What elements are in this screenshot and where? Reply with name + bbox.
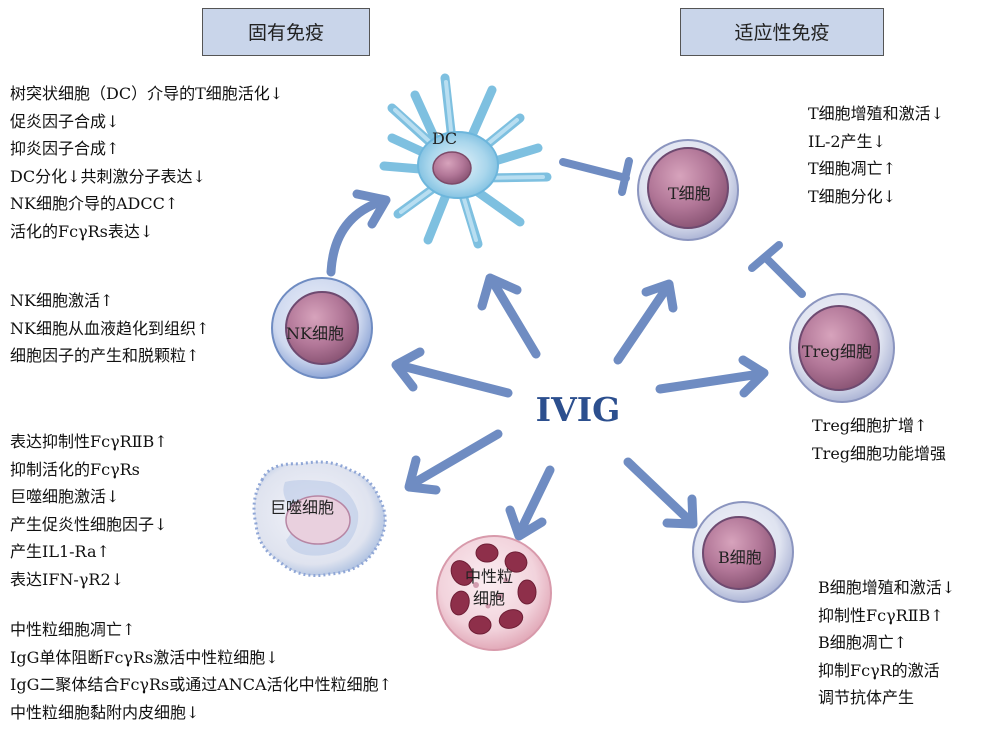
nk-cell-label: NK细胞 (286, 324, 344, 343)
ivig-arrows (326, 189, 769, 541)
b-cell-shape (692, 501, 794, 603)
neutrophil-label-line: 中性粒 (465, 567, 514, 586)
neutrophil-cell-shape (436, 535, 552, 651)
nk-cell-shape (271, 277, 373, 379)
effect-line: Treg细胞扩增↑ (812, 416, 928, 435)
effect-line: 巨噬细胞激活↓ (10, 487, 120, 506)
macrophage-cell-shape (252, 460, 387, 577)
effect-line: 表达IFN-γR2↓ (10, 569, 125, 589)
treg-cell-shape (789, 293, 895, 403)
effect-line: 产生促炎性细胞因子↓ (10, 514, 168, 534)
effect-line: 促炎因子合成↓ (10, 111, 120, 131)
effect-line: 中性粒细胞凋亡↑ (10, 620, 136, 639)
effect-line: 抑炎因子合成↑ (10, 139, 120, 158)
effect-line: 抑制活化的FcγRs (10, 459, 140, 479)
effect-line: 中性粒细胞黏附内皮细胞↓ (10, 702, 200, 722)
effect-line: Treg细胞功能增强 (812, 443, 947, 463)
effect-line: 活化的FcγRs表达↓ (10, 221, 154, 241)
effect-line: 抑制FcγR的激活 (818, 660, 940, 680)
ivig-label: IVIG (535, 390, 621, 429)
effect-line: IL-2产生↓ (808, 131, 886, 151)
neutrophil-effects-list: 中性粒细胞凋亡↑ IgG单体阻断FcγRs激活中性粒细胞↓ IgG二聚体结合Fc… (10, 616, 392, 726)
effect-line: T细胞凋亡↑ (808, 159, 897, 178)
dc-effects-list: 树突状细胞（DC）介导的T细胞活化↓ 促炎因子合成↓ 抑炎因子合成↑ DC分化↓… (10, 80, 283, 245)
macrophage-label: 巨噬细胞 (270, 498, 335, 517)
inhibition-lines (559, 157, 806, 298)
dc-cell-shape (379, 73, 552, 249)
effect-line: 抑制性FcγRⅡB↑ (818, 605, 944, 625)
effect-line: T细胞增殖和激活↓ (808, 104, 945, 123)
treg-effects-list: Treg细胞扩增↑ Treg细胞功能增强 (812, 412, 946, 467)
neutrophil-label: 中性粒 细胞 (465, 566, 513, 610)
t-cell-shape (637, 139, 739, 241)
effect-line: 调节抗体产生 (818, 688, 915, 707)
macrophage-effects-list: 表达抑制性FcγRⅡB↑ 抑制活化的FcγRs 巨噬细胞激活↓ 产生促炎性细胞因… (10, 428, 168, 593)
effect-line: NK细胞从血液趋化到组织↑ (10, 318, 210, 338)
effect-line: NK细胞激活↑ (10, 291, 114, 310)
treg-cell-label: Treg细胞 (802, 342, 873, 361)
adaptive-immunity-header: 适应性免疫 (680, 8, 884, 56)
dc-label: DC (432, 129, 458, 148)
neutrophil-label-line: 细胞 (473, 589, 506, 608)
effect-line: DC分化↓共刺激分子表达↓ (10, 166, 206, 186)
effect-line: B细胞凋亡↑ (818, 633, 908, 652)
effect-line: 产生IL1-Ra↑ (10, 542, 110, 561)
effect-line: IgG单体阻断FcγRs激活中性粒细胞↓ (10, 647, 279, 667)
effect-line: 细胞因子的产生和脱颗粒↑ (10, 346, 200, 365)
effect-line: 表达抑制性FcγRⅡB↑ (10, 432, 168, 451)
b-cell-label: B细胞 (718, 548, 762, 567)
b-cell-effects-list: B细胞增殖和激活↓ 抑制性FcγRⅡB↑ B细胞凋亡↑ 抑制FcγR的激活 调节… (818, 574, 955, 712)
nk-effects-list: NK细胞激活↑ NK细胞从血液趋化到组织↑ 细胞因子的产生和脱颗粒↑ (10, 287, 209, 370)
innate-immunity-header: 固有免疫 (202, 8, 370, 56)
effect-line: 树突状细胞（DC）介导的T细胞活化↓ (10, 84, 284, 103)
effect-line: NK细胞介导的ADCC↑ (10, 194, 179, 213)
effect-line: T细胞分化↓ (808, 186, 897, 206)
t-cell-effects-list: T细胞增殖和激活↓ IL-2产生↓ T细胞凋亡↑ T细胞分化↓ (808, 100, 944, 210)
t-cell-label: T细胞 (668, 184, 711, 203)
effect-line: IgG二聚体结合FcγRs或通过ANCA活化中性粒细胞↑ (10, 675, 392, 694)
effect-line: B细胞增殖和激活↓ (818, 578, 956, 597)
